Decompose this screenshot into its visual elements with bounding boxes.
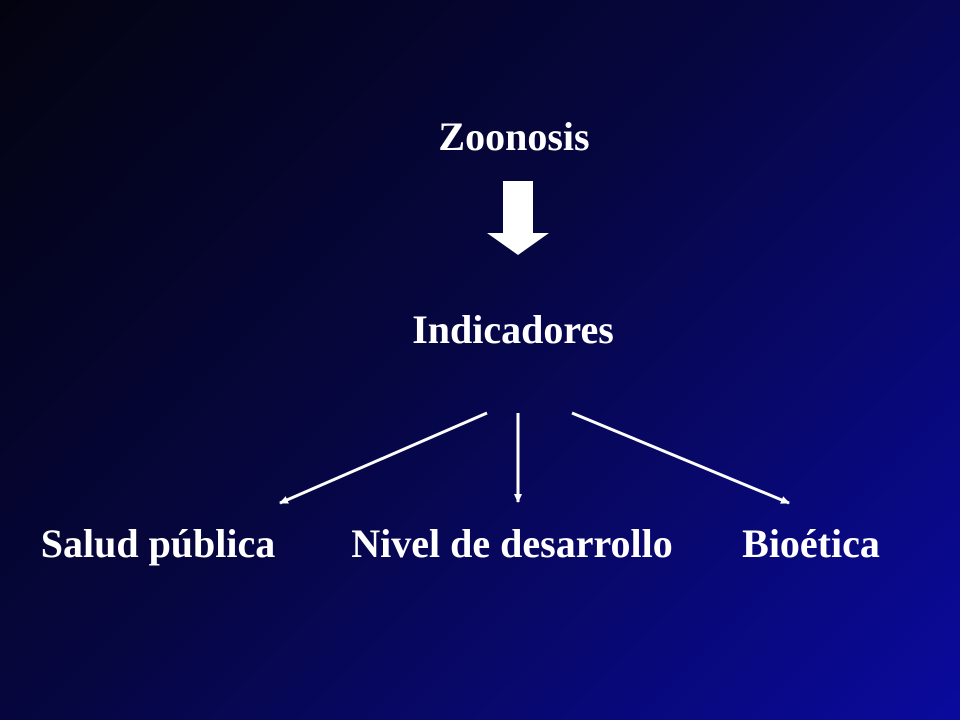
node-nivel-de-desarrollo: Nivel de desarrollo: [351, 521, 673, 566]
node-zoonosis: Zoonosis: [438, 114, 590, 159]
node-salud-publica: Salud pública: [40, 521, 276, 566]
node-indicadores: Indicadores: [412, 307, 614, 352]
arrow-to-bioetica: [571, 411, 790, 505]
node-bioetica: Bioética: [742, 521, 880, 566]
block-arrow-down: [487, 181, 549, 255]
arrow-to-salud-publica: [279, 411, 488, 505]
